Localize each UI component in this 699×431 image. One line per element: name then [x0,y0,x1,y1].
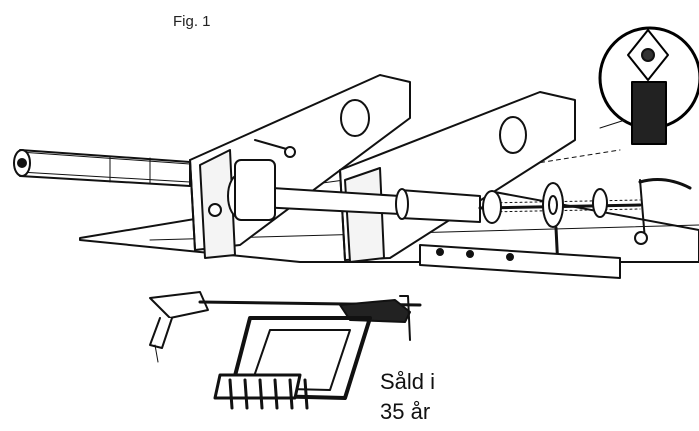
bracket-bar [419,244,621,279]
caption-line-2: 35 år [380,399,431,424]
caption-line-1: Såld i [380,369,436,394]
figure-label: Fig. 1 [173,13,211,30]
drill-stand-illustration [149,291,422,410]
tool-bit-callout [598,26,699,145]
feed-screw [395,178,692,270]
bearing-collar [208,139,296,221]
